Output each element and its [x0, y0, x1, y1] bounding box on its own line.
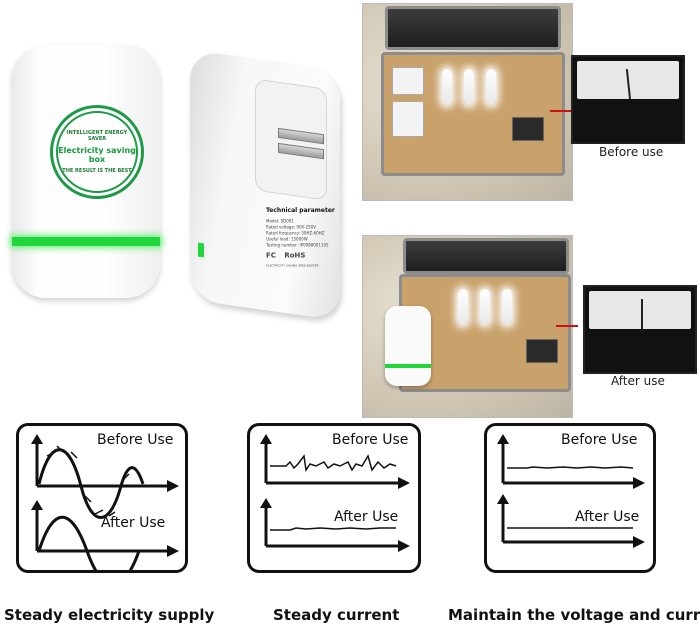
waveform-panel-supply: Before Use After Use [16, 423, 188, 573]
spec-title: Technical parameter [266, 206, 335, 214]
waveform-diagram [31, 434, 179, 570]
red-arrow-icon [550, 110, 576, 112]
before-use-label: Before Use [97, 432, 174, 448]
before-use-label: Before use [599, 145, 664, 159]
before-use-label: Before Use [332, 432, 409, 448]
waveform-diagram [260, 434, 410, 552]
bulb [458, 289, 468, 325]
after-use-label: After use [611, 374, 665, 388]
spec-line: Testing number: IP0088001105 [266, 242, 329, 248]
badge-bottom-text: THE RESULT IS THE BEST [62, 168, 132, 174]
bulb [486, 69, 496, 105]
meter-before [571, 55, 685, 144]
caption-current: Steady current [273, 606, 400, 624]
caption-supply: Steady electricity supply [4, 606, 215, 624]
waveform-panel-voltage: Before Use After Use [484, 423, 656, 573]
after-use-label: After Use [334, 509, 399, 525]
green-led-strip [12, 237, 160, 246]
bulb [442, 69, 452, 105]
spec-lines: Model: SD001 Rated voltage: 90V-250V Rat… [266, 219, 329, 269]
plug-plate [255, 78, 327, 201]
outlet [392, 67, 424, 95]
photo-before [362, 3, 573, 201]
bulb [480, 289, 490, 325]
badge-top-text: INTELLIGENT ENERGY SAVER [66, 130, 128, 142]
plug-prong-icon [278, 142, 324, 160]
bulb [464, 69, 474, 105]
green-led-side [198, 242, 204, 258]
caption-voltage: Maintain the voltage and current [448, 606, 700, 624]
waveform-diagram [497, 434, 645, 548]
energy-saver-plugged [385, 306, 431, 386]
outlet [392, 101, 424, 137]
case-body [381, 52, 565, 176]
spec-footer: ELECTRICITY SAVING SPEE BOXTER [266, 263, 319, 268]
rohs-mark: RoHS [284, 251, 306, 260]
plug-prong-icon [278, 127, 324, 145]
brand-badge: INTELLIGENT ENERGY SAVER Electricity sav… [50, 105, 144, 199]
meter-after [583, 285, 697, 374]
energy-saver-front: INTELLIGENT ENERGY SAVER Electricity sav… [12, 45, 160, 298]
bulb [502, 289, 512, 325]
before-use-label: Before Use [561, 432, 638, 448]
fcc-mark: FC [266, 251, 276, 260]
meter-box [512, 117, 544, 141]
case-lid [385, 6, 561, 50]
meter-box [526, 339, 558, 363]
after-use-label: After Use [101, 515, 166, 531]
photo-after [362, 235, 573, 418]
energy-saver-back: Technical parameter Model: SD001 Rated v… [190, 49, 340, 321]
case-lid [403, 238, 569, 274]
badge-main-text: Electricity saving box [58, 146, 136, 164]
after-use-label: After Use [575, 509, 640, 525]
waveform-panel-current: Before Use After Use [247, 423, 421, 573]
red-arrow-icon [556, 325, 578, 327]
